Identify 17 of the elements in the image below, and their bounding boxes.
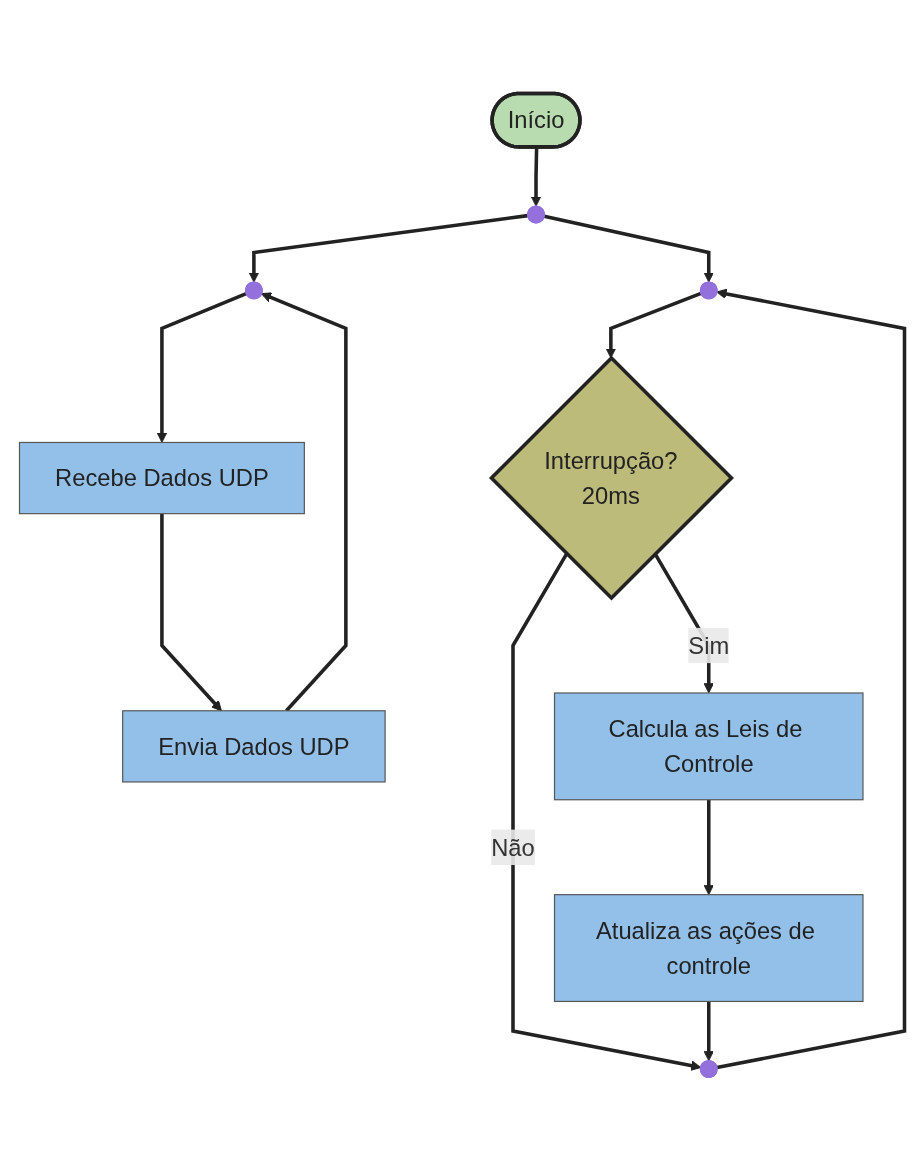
arrow [160,513,222,712]
arrow [543,214,714,283]
node-box [122,710,386,783]
node-box [18,441,305,515]
arrow [605,291,702,359]
node-box [553,894,864,1003]
arrow [530,147,542,207]
node-diamond [488,355,734,601]
arrow [248,213,529,283]
edge-label: Não [491,834,535,861]
edge-label: Sim [688,632,730,659]
arrow [703,1001,714,1062]
arrow [703,799,714,896]
arrow [511,552,702,1071]
arrow [156,292,247,443]
arrow [716,288,907,1070]
node-box [553,692,864,801]
